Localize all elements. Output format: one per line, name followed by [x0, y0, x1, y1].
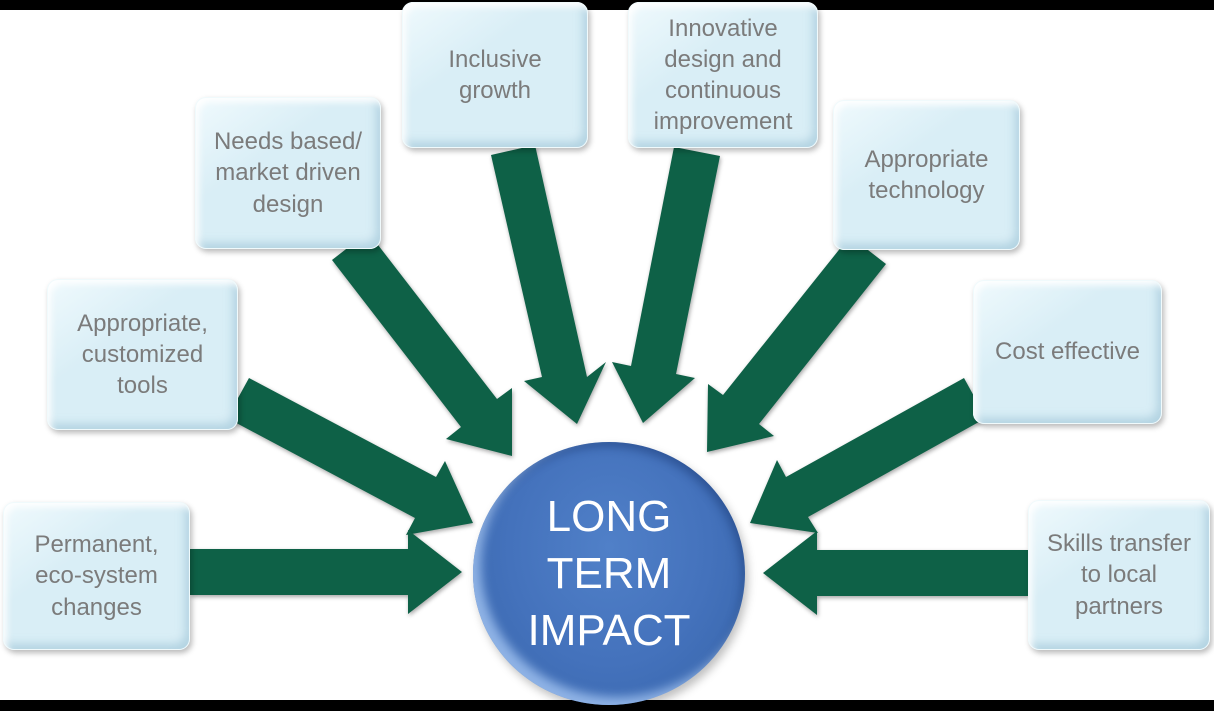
arrow-inclusive-growth-to-center	[491, 145, 606, 424]
node-label: Appropriate technology	[864, 145, 989, 204]
node-permanent-eco-system-changes: Permanent, eco-system changes	[3, 502, 190, 650]
node-label: Appropriate, customized tools	[77, 309, 208, 400]
node-label: Cost effective	[995, 338, 1140, 366]
arrow-permanent-changes-to-center	[190, 530, 462, 614]
node-appropriate-customized-tools: Appropriate, customized tools	[47, 279, 238, 430]
node-label: Needs based/ market driven design	[213, 128, 363, 218]
node-label: Permanent, eco-system changes	[34, 531, 159, 621]
node-inclusive-growth: Inclusive growth	[402, 2, 588, 148]
node-label: Inclusive growth	[448, 45, 542, 104]
center-circle-long-term-impact: LONG TERM IMPACT	[473, 442, 745, 705]
node-label: Skills transfer to local partners	[1046, 530, 1192, 620]
arrow-cost-effective-to-center	[750, 378, 986, 533]
node-cost-effective: Cost effective	[973, 280, 1162, 424]
node-innovative-design-continuous-improvement: Innovative design and continuous improve…	[628, 2, 818, 148]
node-label: Innovative design and continuous improve…	[653, 14, 793, 136]
arrow-appropriate-technology-to-center	[707, 236, 886, 452]
arrow-appropriate-customized-tools-to-center	[227, 378, 473, 535]
letterbox-bottom	[0, 700, 1214, 711]
node-skills-transfer-to-local-partners: Skills transfer to local partners	[1028, 500, 1210, 650]
node-appropriate-technology: Appropriate technology	[833, 100, 1020, 250]
arrow-skills-transfer-to-center	[763, 531, 1028, 615]
arrow-innovative-design-to-center	[612, 147, 720, 423]
letterbox-top	[0, 0, 1214, 10]
arrow-needs-based-to-center	[332, 232, 512, 456]
center-label: LONG TERM IMPACT	[527, 491, 691, 656]
node-needs-based-market-driven-design: Needs based/ market driven design	[195, 97, 381, 249]
